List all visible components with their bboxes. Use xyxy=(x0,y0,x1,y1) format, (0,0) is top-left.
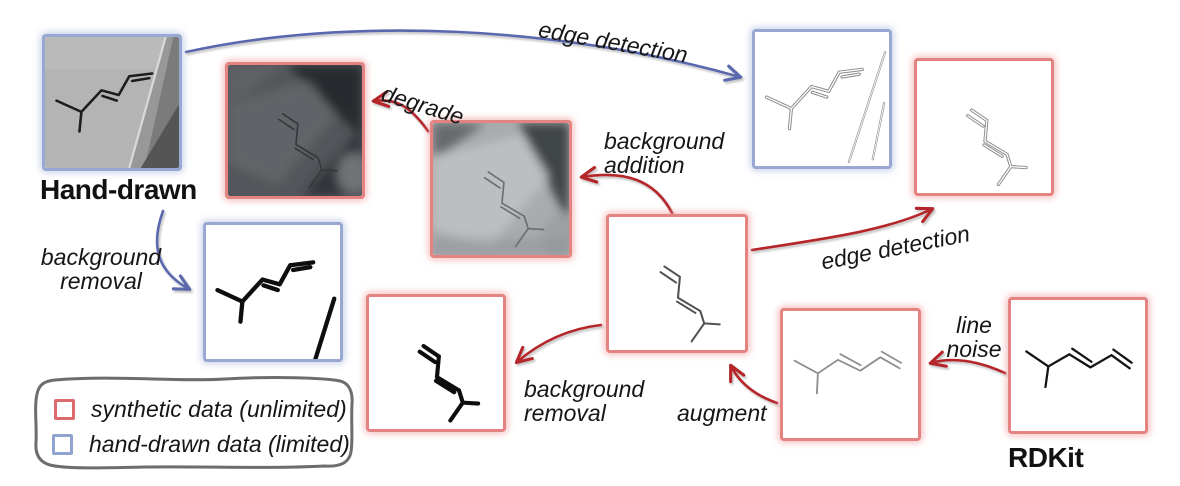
hand-drawn-title: Hand-drawn xyxy=(40,174,197,205)
legend-item-synthetic: synthetic data (unlimited) xyxy=(54,396,347,423)
binary-synthetic-box xyxy=(366,294,506,432)
arrow-background-removal-synthetic xyxy=(514,323,603,365)
binary-synthetic-molecule xyxy=(420,346,478,420)
background-added-photo xyxy=(430,120,572,258)
label-background-removal-hand-line2: removal xyxy=(60,268,142,294)
hand-drawn-photo-image xyxy=(45,37,179,168)
edge-detected-hand-box xyxy=(752,29,892,169)
label-background-removal-synthetic: background removal xyxy=(524,377,644,425)
background-added-photo-image xyxy=(433,123,569,255)
hand-drawn-photo xyxy=(42,34,182,171)
augmented-structure-box xyxy=(780,308,921,441)
synthetic-swatch xyxy=(54,399,75,420)
label-background-addition: background addition xyxy=(604,129,724,177)
label-line-noise: line noise xyxy=(936,313,1012,361)
degraded-photo xyxy=(225,62,365,199)
rdkit-molecule xyxy=(1025,347,1133,389)
legend-item-hand-drawn: hand-drawn data (limited) xyxy=(52,431,350,458)
label-background-addition-line1: background xyxy=(604,128,725,154)
clean-molecule xyxy=(659,265,721,343)
binary-paper-edge-line xyxy=(315,299,334,359)
label-background-addition-line2: addition xyxy=(604,152,685,178)
legend-item-hand-drawn-label: hand-drawn data (limited) xyxy=(89,431,350,457)
arrow-background-addition xyxy=(579,166,674,215)
augmented-molecule xyxy=(793,348,905,396)
label-edge-detection-hand: edge detection xyxy=(536,16,690,68)
label-background-removal-synthetic-line1: background xyxy=(524,376,645,402)
binary-hand-box xyxy=(203,222,343,362)
label-background-removal-hand: background removal xyxy=(38,245,164,293)
legend: synthetic data (unlimited) hand-drawn da… xyxy=(25,372,355,472)
arrow-augment xyxy=(729,363,779,405)
edge-detected-hand-molecule xyxy=(764,67,864,131)
label-line-noise-line1: line xyxy=(956,312,992,338)
degraded-photo-image xyxy=(228,65,362,196)
label-background-removal-hand-line1: background xyxy=(40,244,162,270)
legend-item-synthetic-label: synthetic data (unlimited) xyxy=(91,396,347,422)
label-line-noise-line2: noise xyxy=(946,336,1002,362)
label-augment: augment xyxy=(677,400,767,426)
clean-structure-box xyxy=(606,214,748,353)
label-degrade: degrade xyxy=(378,80,468,130)
hand-drawn-swatch xyxy=(52,434,73,455)
binary-hand-molecule xyxy=(217,262,313,321)
label-background-removal-synthetic-line2: removal xyxy=(524,400,606,426)
legend-frame xyxy=(34,376,354,470)
rdkit-title: RDKit xyxy=(1008,442,1084,473)
edge-detected-synthetic-box xyxy=(914,58,1054,196)
rdkit-structure-box xyxy=(1008,297,1148,434)
label-edge-detection-synthetic: edge detection xyxy=(818,220,972,275)
